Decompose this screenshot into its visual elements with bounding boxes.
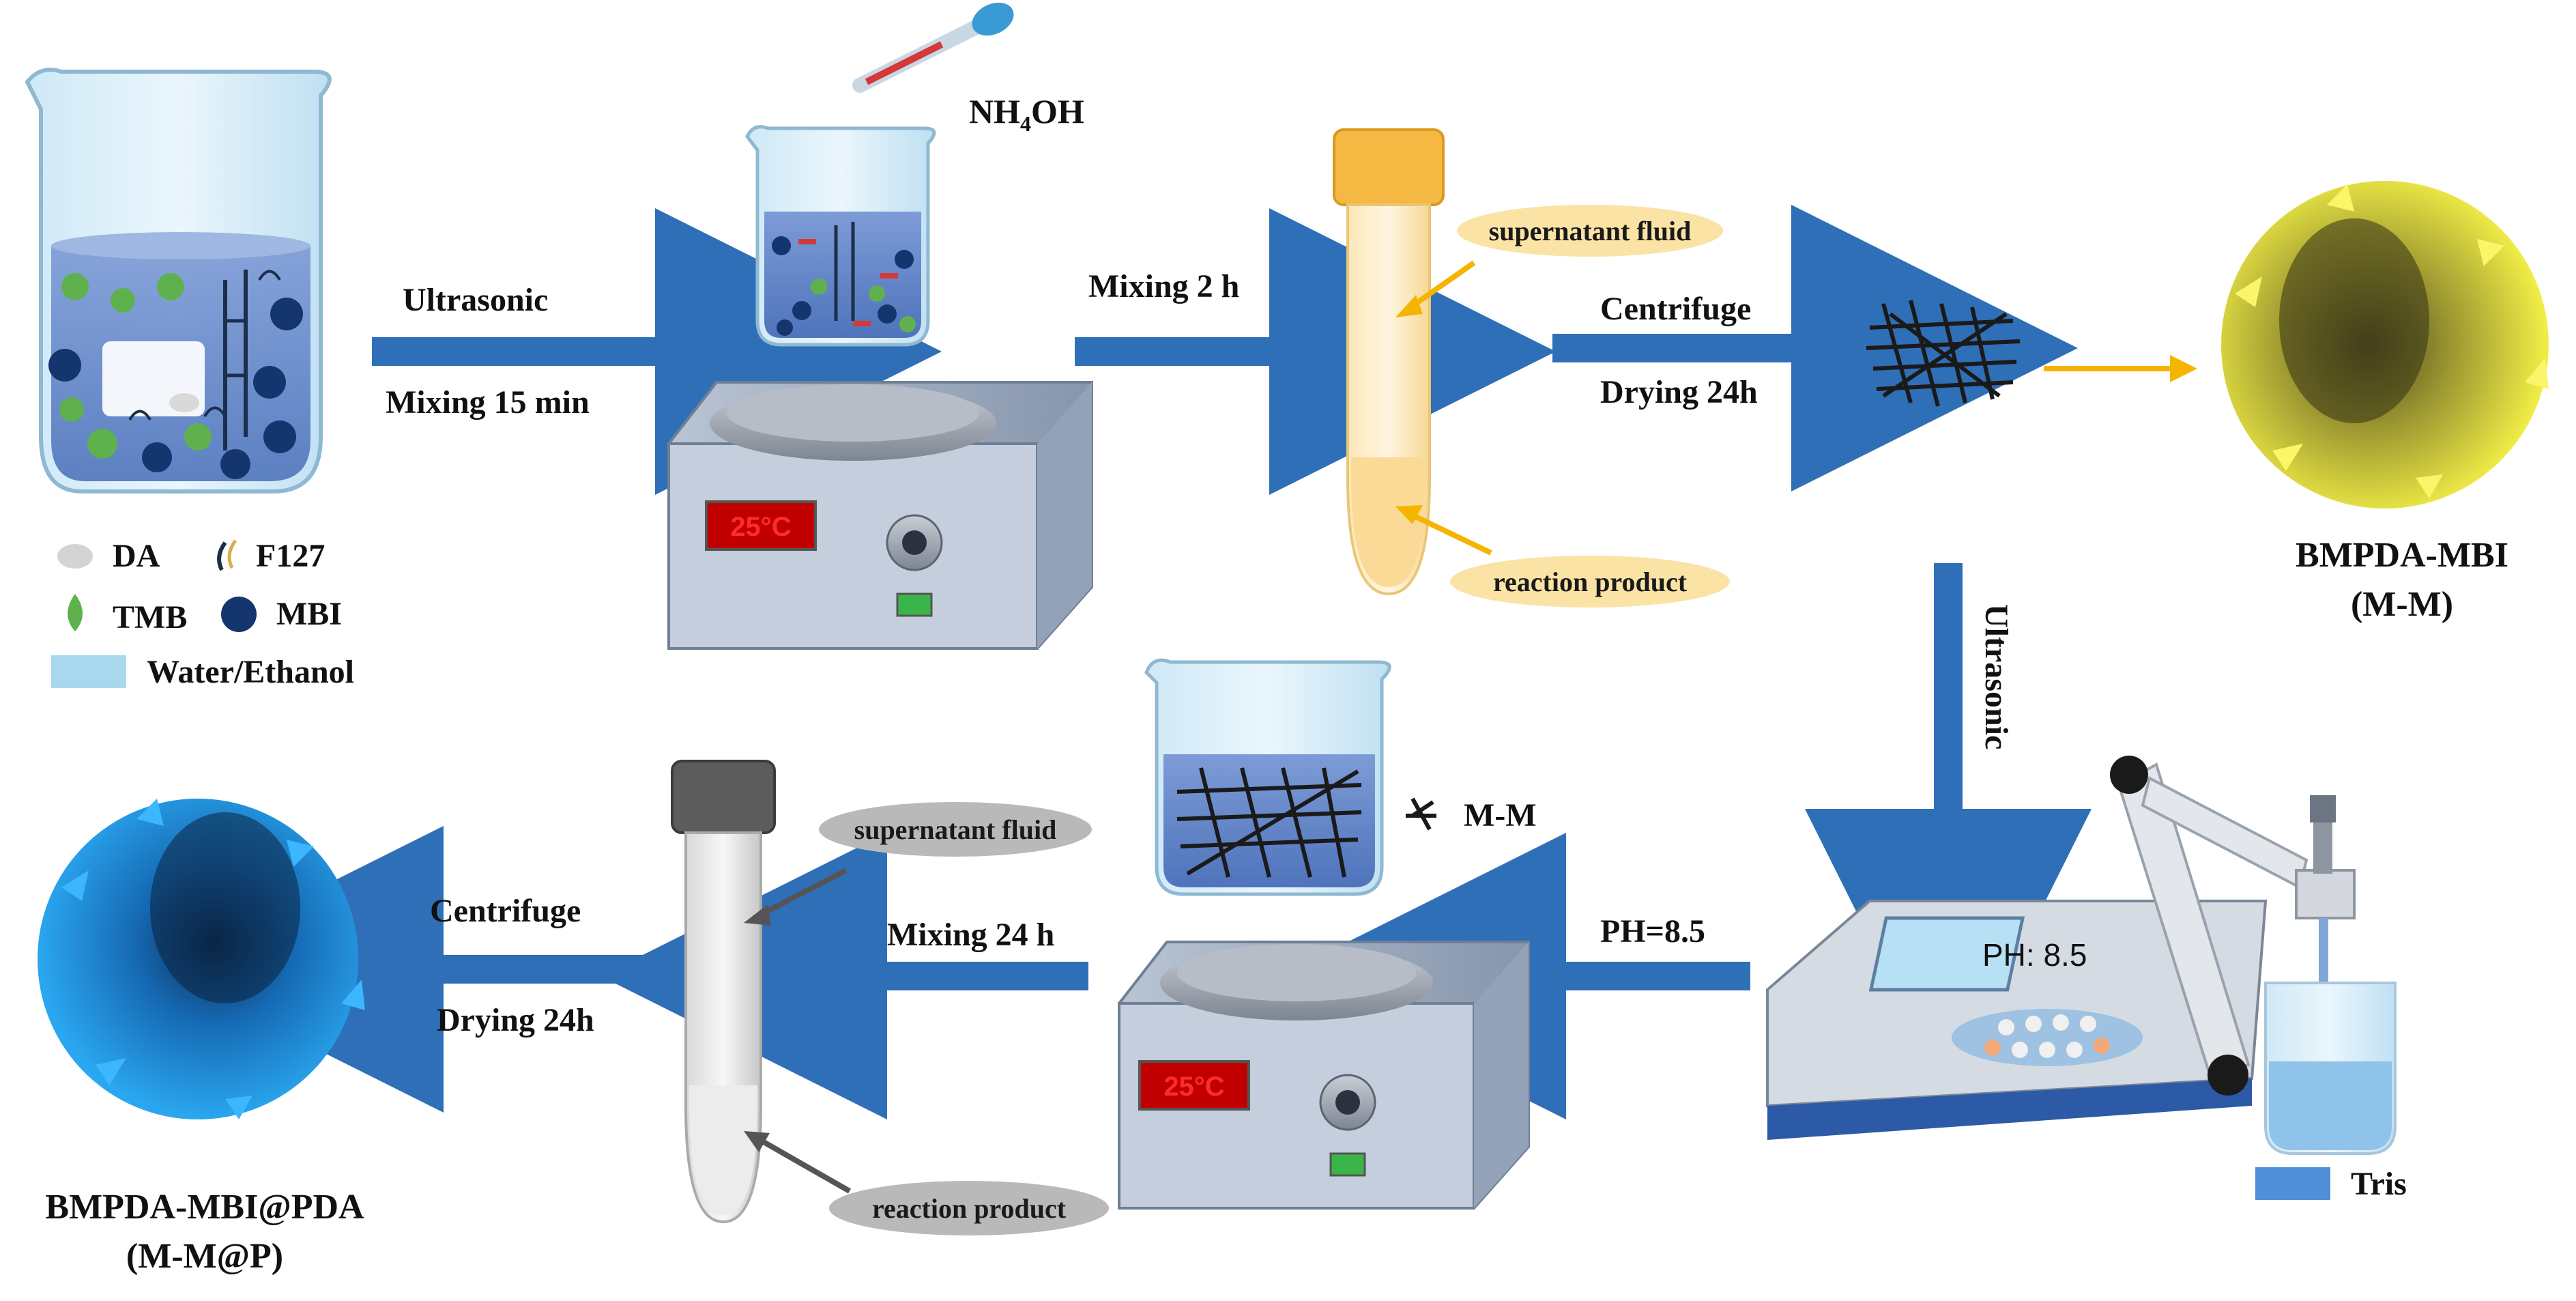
- label-supernatant-1: supernatant fluid: [1489, 216, 1692, 246]
- label-centrifuge-1: Centrifuge: [1600, 291, 1751, 327]
- centrifuge-tube-2: [671, 760, 776, 1224]
- arrow-step-3: Centrifuge Drying 24h: [1552, 205, 2078, 491]
- label-mixing-24h: Mixing 24 h: [887, 917, 1054, 953]
- particle-bmpda-mbi: [2221, 181, 2549, 509]
- label-supernatant-2: supernatant fluid: [854, 814, 1057, 845]
- magnetic-stirrer-1: 25°C: [667, 381, 1093, 650]
- mm-mesh: [1866, 300, 2021, 407]
- tris-swatch: [2255, 1167, 2330, 1200]
- label-drying-2: Drying 24h: [437, 1002, 594, 1038]
- legend: DA F127 TMB MBI Water/Ethanol: [51, 538, 354, 690]
- label-bmpda-mbi: BMPDA-MBI: [2296, 536, 2508, 575]
- label-drying-1: Drying 24h: [1600, 374, 1758, 410]
- mbi-symbol: [221, 597, 257, 632]
- label-mm: (M-M): [2351, 585, 2453, 624]
- label-centrifuge-2: Centrifuge: [430, 893, 581, 929]
- arrow-step-1: Ultrasonic Mixing 15 min: [372, 208, 942, 495]
- ph-electrode-stand: [2110, 756, 2397, 1155]
- stirrer-2-temp: 25°C: [1163, 1072, 1224, 1102]
- label-mixing-2h: Mixing 2 h: [1088, 268, 1239, 304]
- legend-tmb: TMB: [113, 599, 187, 635]
- beaker-precursor: [25, 68, 332, 494]
- tube-2-labels: supernatant fluid reaction product: [744, 802, 1109, 1235]
- label-bmpda-mbi-pda: BMPDA-MBI@PDA: [45, 1188, 364, 1227]
- magnetic-stirrer-2: 25°C: [1118, 941, 1530, 1210]
- label-ultrasonic-vertical: Ultrasonic: [1978, 604, 2014, 749]
- beaker-reaction-1: [745, 125, 936, 347]
- arrow-step-2: Mixing 2 h: [1075, 208, 1556, 495]
- label-mixing-15: Mixing 15 min: [386, 384, 590, 420]
- label-reaction-2: reaction product: [872, 1193, 1067, 1224]
- arrow-step-6: Mixing 24 h: [600, 833, 1088, 1119]
- stirrer-1-temp: 25°C: [730, 512, 791, 542]
- arrow-to-product: [2044, 355, 2197, 382]
- label-ultrasonic: Ultrasonic: [403, 282, 548, 318]
- label-ph: PH=8.5: [1600, 913, 1705, 949]
- da-symbol: [57, 544, 93, 569]
- label-mm-symbol: M-M: [1464, 797, 1537, 833]
- centrifuge-tube-1: [1333, 128, 1445, 596]
- legend-f127: F127: [256, 538, 325, 574]
- ph-meter: PH: 8.5: [1766, 900, 2268, 1140]
- tube-1-labels: supernatant fluid reaction product: [1395, 205, 1730, 607]
- label-tris: Tris: [2351, 1166, 2407, 1202]
- particle-bmpda-mbi-pda: [38, 799, 365, 1119]
- label-reaction-1: reaction product: [1493, 567, 1688, 597]
- legend-da: DA: [113, 538, 160, 574]
- label-mmp: (M-M@P): [126, 1237, 283, 1276]
- tmb-symbol: [68, 594, 83, 631]
- arrow-step-7: Centrifuge Drying 24h: [157, 826, 652, 1113]
- beaker-coating: [1144, 658, 1391, 896]
- arrow-step-5: PH=8.5: [1279, 833, 1750, 1119]
- arrow-step-4: Ultrasonic: [1805, 563, 2092, 1096]
- mm-legend: M-M: [1406, 797, 1537, 833]
- ph-meter-display: PH: 8.5: [1982, 937, 2087, 973]
- mm-symbol: [1406, 797, 1436, 831]
- label-nh4oh: NH4OH: [969, 92, 1084, 136]
- f127-symbol: [217, 541, 227, 571]
- solvent-swatch: [51, 655, 126, 688]
- legend-mbi: MBI: [276, 596, 342, 632]
- legend-solvent: Water/Ethanol: [147, 654, 354, 690]
